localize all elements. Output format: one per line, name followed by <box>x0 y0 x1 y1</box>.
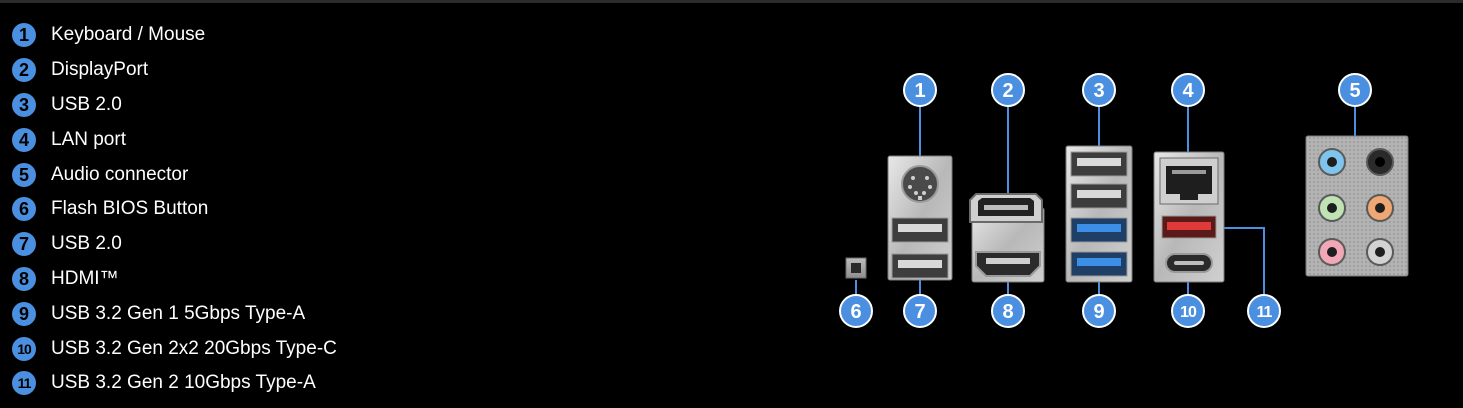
callout-number: 3 <box>1093 80 1104 102</box>
lan-usb-block <box>1153 151 1225 283</box>
usb-port-icon <box>1070 183 1128 209</box>
callout-badge: 10 <box>1171 294 1205 328</box>
callout-badge: 6 <box>839 294 873 328</box>
legend-number-badge: 2 <box>12 58 36 83</box>
usb-port-icon <box>1070 217 1128 243</box>
legend-item: 11 USB 3.2 Gen 2 10Gbps Type-A <box>12 366 337 401</box>
hdmi-port-icon <box>975 251 1041 277</box>
legend-label: USB 2.0 <box>51 233 122 255</box>
legend-item: 6 Flash BIOS Button <box>12 192 337 227</box>
usb-c-port-icon <box>1165 253 1213 273</box>
legend-label: HDMI™ <box>51 267 119 289</box>
usb-port-icon <box>1161 215 1217 239</box>
callout-badge: 7 <box>903 294 937 328</box>
callout-badges: 1 2 3 4 5 6 7 8 <box>839 73 1372 328</box>
audio-block <box>1305 135 1409 277</box>
legend-number-badge: 9 <box>12 301 36 326</box>
legend-number-badge: 11 <box>12 371 36 396</box>
rj45-port-icon <box>1159 157 1219 205</box>
legend-item: 4 LAN port <box>12 122 337 157</box>
callout-number: 7 <box>914 301 925 323</box>
callout-number: 6 <box>850 301 861 323</box>
legend-item: 5 Audio connector <box>12 157 337 192</box>
callout-badge: 3 <box>1082 73 1116 107</box>
ps2-usb-block <box>887 155 953 281</box>
displayport-icon <box>969 193 1043 223</box>
callout-number: 5 <box>1349 80 1360 102</box>
legend-label: USB 3.2 Gen 2 10Gbps Type-A <box>51 372 316 394</box>
legend-number-badge: 8 <box>12 266 36 291</box>
callout-number: 8 <box>1002 301 1013 323</box>
usb-port-icon <box>1070 251 1128 277</box>
audio-jack-icon <box>1366 194 1394 222</box>
legend-label: Audio connector <box>51 163 189 185</box>
audio-jack-icon <box>1366 238 1394 266</box>
legend-number-badge: 5 <box>12 162 36 187</box>
legend-item: 10 USB 3.2 Gen 2x2 20Gbps Type-C <box>12 331 337 366</box>
legend-item: 1 Keyboard / Mouse <box>12 18 337 53</box>
dp-hdmi-block <box>969 193 1045 283</box>
callout-badge: 1 <box>903 73 937 107</box>
usb-port-icon <box>891 217 949 243</box>
ps2-port-icon <box>901 165 939 203</box>
callout-badge: 9 <box>1082 294 1116 328</box>
legend-number-badge: 3 <box>12 92 36 117</box>
audio-jack-icon <box>1318 148 1346 176</box>
legend-item: 7 USB 2.0 <box>12 227 337 262</box>
legend-item: 8 HDMI™ <box>12 262 337 297</box>
callout-badge: 2 <box>991 73 1025 107</box>
audio-jack-icon <box>1318 194 1346 222</box>
rear-io-diagram: 1 2 3 4 5 6 7 8 <box>839 73 1409 328</box>
legend-label: USB 3.2 Gen 2x2 20Gbps Type-C <box>51 337 337 359</box>
legend-number-badge: 1 <box>12 23 36 48</box>
legend-label: LAN port <box>51 128 126 150</box>
top-divider <box>0 0 1463 3</box>
callout-badge: 8 <box>991 294 1025 328</box>
legend-number-badge: 10 <box>12 336 36 361</box>
audio-jack-icon <box>1318 238 1346 266</box>
callout-badge: 4 <box>1171 73 1205 107</box>
callout-badge: 5 <box>1338 73 1372 107</box>
usb-stack-block <box>1065 145 1133 283</box>
callout-number: 10 <box>1180 304 1197 321</box>
usb-port-icon <box>891 253 949 279</box>
legend-number-badge: 6 <box>12 197 36 222</box>
legend-label: USB 2.0 <box>51 93 122 115</box>
legend-label: Flash BIOS Button <box>51 198 209 220</box>
legend-label: USB 3.2 Gen 1 5Gbps Type-A <box>51 302 306 324</box>
callout-number: 9 <box>1093 301 1104 323</box>
port-legend: 1 Keyboard / Mouse 2 DisplayPort 3 USB 2… <box>12 18 337 401</box>
legend-item: 9 USB 3.2 Gen 1 5Gbps Type-A <box>12 296 337 331</box>
legend-item: 3 USB 2.0 <box>12 88 337 123</box>
legend-label: DisplayPort <box>51 59 149 81</box>
audio-jack-icon <box>1366 148 1394 176</box>
callout-badge: 11 <box>1247 294 1281 328</box>
usb-port-icon <box>1070 151 1128 177</box>
callout-number: 4 <box>1182 80 1194 102</box>
legend-item: 2 DisplayPort <box>12 53 337 88</box>
callout-number: 11 <box>1257 304 1273 321</box>
legend-label: Keyboard / Mouse <box>51 24 206 46</box>
flash-bios-button-icon <box>845 257 867 279</box>
legend-number-badge: 4 <box>12 127 36 152</box>
legend-number-badge: 7 <box>12 232 36 257</box>
callout-number: 1 <box>914 80 925 102</box>
callout-number: 2 <box>1002 80 1013 102</box>
